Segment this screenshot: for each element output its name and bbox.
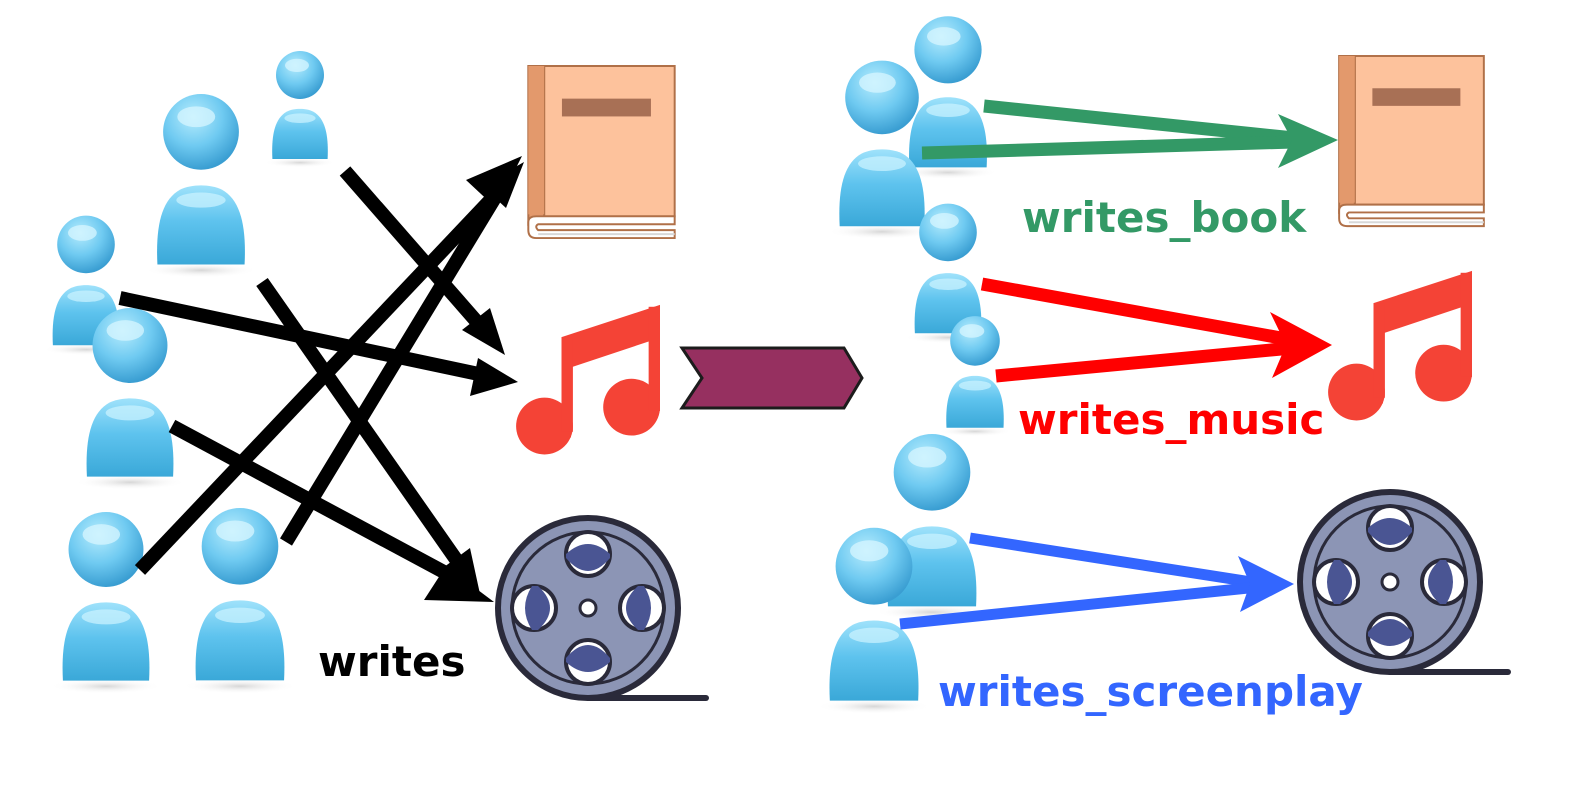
arrowhead [1238, 556, 1294, 612]
relation-label-writes-music: writes_music [1018, 395, 1324, 444]
book-icon [523, 65, 677, 244]
arrowhead [1270, 312, 1332, 378]
writes-arrows [118, 156, 524, 602]
edge-arrow [921, 135, 1295, 160]
edge-arrow [899, 581, 1259, 630]
edge-arrow [280, 182, 508, 546]
edge-arrow [983, 99, 1295, 145]
edge-arrow [134, 185, 506, 575]
edge-arrow [980, 277, 1294, 347]
music-note-icon [1328, 270, 1472, 421]
film-reel-icon [498, 518, 706, 698]
left-panel: writes [42, 51, 706, 698]
arrowhead [470, 358, 518, 396]
book-icon [1334, 55, 1486, 232]
relation-label-writes-screenplay: writes_screenplay [938, 667, 1363, 716]
person-icon [49, 512, 163, 694]
relation-label-writes: writes [318, 637, 465, 686]
relation-label-writes-book: writes_book [1022, 193, 1307, 242]
person-icon [144, 94, 258, 278]
edge-arrow [168, 419, 474, 593]
edge-arrow [995, 341, 1293, 383]
chevron-arrow-icon [679, 346, 864, 410]
writes-book-arrows [921, 99, 1338, 168]
arrowhead [462, 308, 505, 355]
right-panel: writes_book writes_music writes_screenpl… [816, 16, 1508, 716]
arrowhead [466, 156, 522, 208]
film-reel-icon [1300, 492, 1508, 672]
person-icon [264, 51, 336, 168]
edge-arrow [339, 166, 490, 335]
music-note-icon [516, 304, 660, 455]
writes-music-arrows [980, 277, 1332, 383]
edge-arrow [969, 532, 1259, 589]
arrowhead [1278, 114, 1338, 168]
writes-screenplay-arrows [899, 532, 1294, 630]
person-icon [182, 508, 298, 694]
arrowhead [424, 566, 494, 602]
